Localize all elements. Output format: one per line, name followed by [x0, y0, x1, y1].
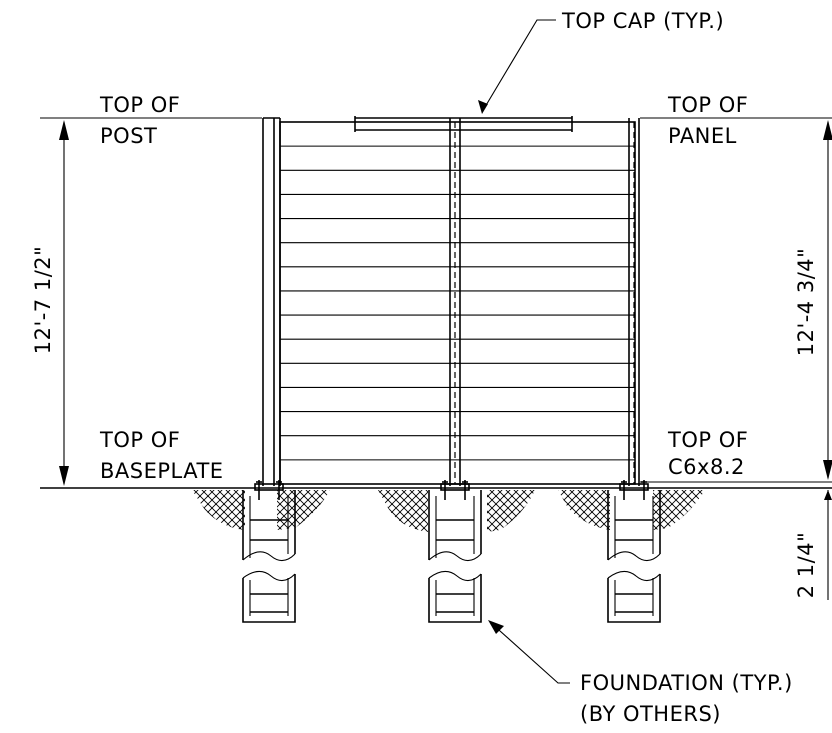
center-post [449, 118, 461, 486]
foundation-pier [607, 480, 661, 623]
foundation-label-line1: FOUNDATION (TYP.) [580, 671, 793, 695]
top-cap [354, 116, 573, 132]
foundation-label-line2: (BY OTHERS) [580, 702, 721, 726]
top-of-baseplate-label-line1: TOP OF [99, 428, 180, 452]
channel-offset-dimension-text: 2 1/4" [794, 532, 818, 599]
top-cap-callout: TOP CAP (TYP.) [478, 9, 724, 114]
top-of-post-label-line2: POST [100, 124, 157, 148]
foundation-pier [428, 480, 482, 623]
right-post [628, 118, 640, 486]
top-of-channel-label-line2: C6x8.2 [668, 455, 745, 479]
foundation-callout: FOUNDATION (TYP.) (BY OTHERS) [488, 620, 793, 726]
post-height-dimension: 12'-7 1/2" [31, 120, 69, 486]
top-cap-label: TOP CAP (TYP.) [561, 9, 724, 33]
top-of-baseplate-label-line2: BASEPLATE [100, 459, 224, 483]
top-of-panel-label-line1: TOP OF [667, 93, 748, 117]
top-of-post-label-line1: TOP OF [99, 93, 180, 117]
panel-height-dimension-text: 12'-4 3/4" [794, 248, 818, 357]
post-height-dimension-text: 12'-7 1/2" [31, 246, 55, 355]
foundations [242, 480, 661, 623]
channel-offset-dimension: 2 1/4" [794, 490, 832, 600]
panel-boards [280, 145, 635, 461]
panel-height-dimension: 12'-4 3/4" [794, 120, 832, 480]
top-of-panel-label-line2: PANEL [668, 124, 737, 148]
foundation-pier [242, 480, 296, 623]
wall-panel [279, 121, 636, 485]
left-post [262, 117, 281, 486]
top-of-channel-label-line1: TOP OF [667, 428, 748, 452]
soil-hatch [192, 490, 705, 532]
